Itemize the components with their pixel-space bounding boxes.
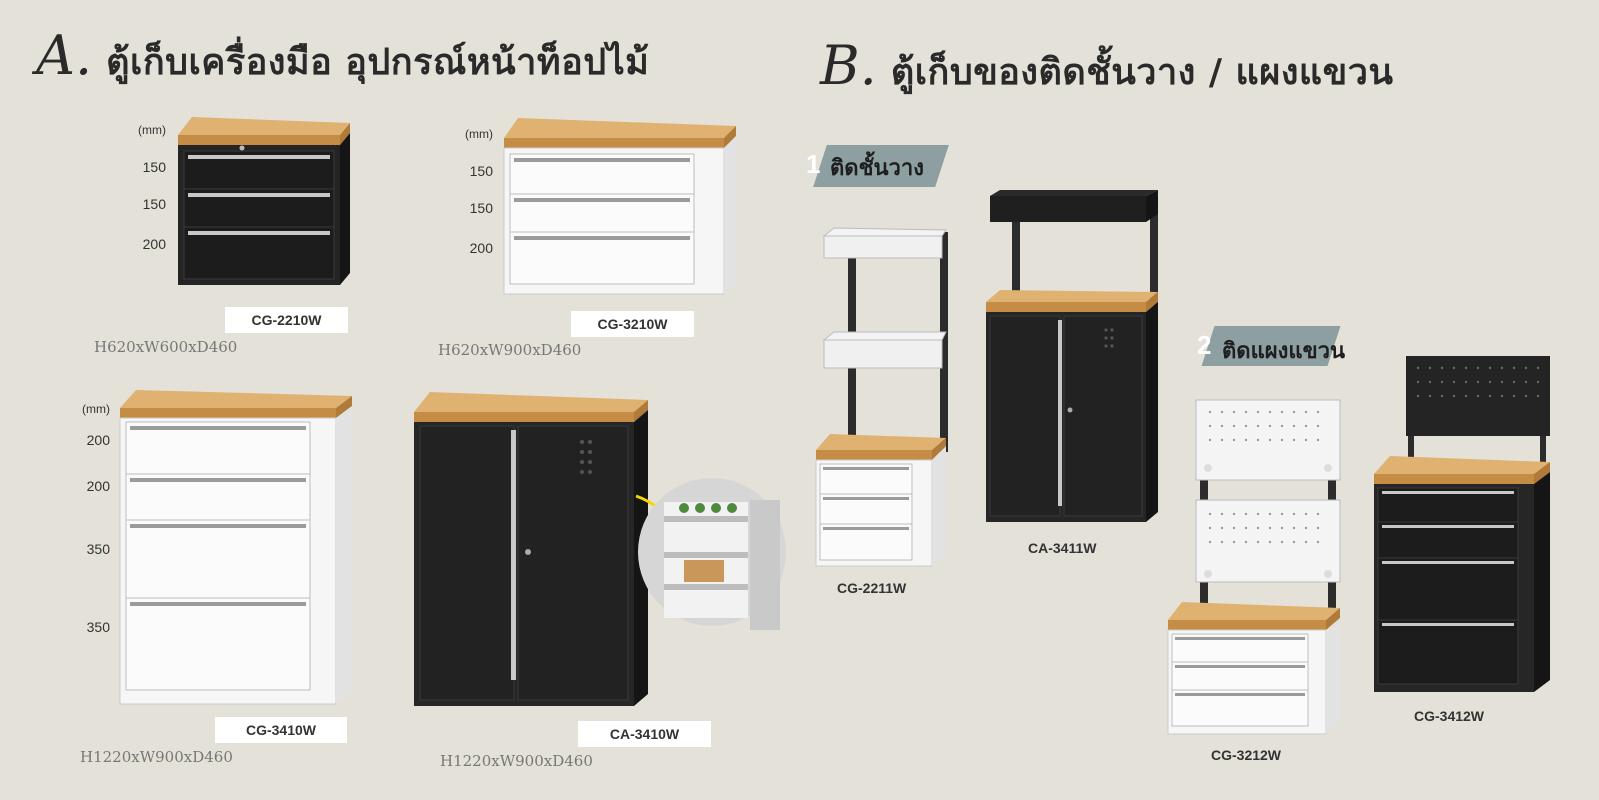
product-code: CG-3212W	[1211, 747, 1282, 763]
drawer-height-label: 200	[86, 478, 110, 494]
drawer-height-label: 200	[86, 432, 110, 448]
drawer-height-label: 200	[469, 240, 493, 256]
cabinet-image-ca-3410w	[414, 392, 648, 706]
product-dimensions: H1220xW900xD460	[440, 752, 593, 770]
cabinet-image-cg-2210w	[178, 117, 350, 285]
drawer-height-label: 150	[469, 200, 493, 216]
drawer-height-label: 150	[142, 159, 166, 175]
product-dimensions: H620xW600xD460	[94, 338, 238, 356]
product-code: CG-2210W	[225, 307, 348, 333]
unit-label: (mm)	[82, 402, 110, 416]
product-code: CG-3410W	[215, 717, 347, 743]
section-b-heading: ตู้เก็บของติดชั้นวาง / แผงแขวน	[890, 52, 1394, 93]
product-dimensions: H620xW900xD460	[438, 341, 582, 359]
drawer-height-label: 150	[469, 163, 493, 179]
cabinet-interior-zoom	[635, 478, 786, 630]
section-b-letter: B.	[820, 34, 877, 97]
tag-number: 2	[1197, 330, 1212, 360]
drawer-height-label: 350	[86, 541, 110, 557]
section-a-heading: ตู้เก็บเครื่องมือ อุปกรณ์หน้าท็อปไม้	[106, 42, 650, 83]
product-code: CA-3410W	[578, 721, 711, 747]
cabinet-image-cg-3412w	[1374, 356, 1550, 692]
cabinet-image-cg-3410w	[119, 390, 352, 705]
tag-label-shelf: ติดชั้นวาง	[830, 156, 924, 181]
cabinet-image-cg-3210w	[503, 118, 736, 295]
cabinet-image-ca-3411w	[986, 190, 1158, 522]
cabinet-image-cg-3212w	[1167, 399, 1341, 735]
cabinet-image-cg-2211w	[815, 227, 948, 567]
product-dimensions: H1220xW900xD460	[80, 748, 233, 766]
product-code: CG-2211W	[837, 580, 907, 596]
product-code: CA-3411W	[1028, 540, 1097, 556]
section-a-title: A. ตู้เก็บเครื่องมือ อุปกรณ์หน้าท็อปไม้	[36, 24, 649, 90]
drawer-height-label: 350	[86, 619, 110, 635]
drawer-height-label: 200	[142, 236, 166, 252]
section-a-letter: A.	[36, 24, 93, 87]
drawer-height-label: 150	[142, 196, 166, 212]
tag-number: 1	[806, 149, 821, 179]
product-code: CG-3210W	[571, 311, 694, 337]
unit-label: (mm)	[138, 123, 166, 137]
unit-label: (mm)	[465, 127, 493, 141]
tag-label-pegboard: ติดแผงแขวน	[1222, 339, 1345, 364]
product-code: CG-3412W	[1414, 708, 1485, 724]
section-b-title: B. ตู้เก็บของติดชั้นวาง / แผงแขวน	[820, 34, 1394, 100]
